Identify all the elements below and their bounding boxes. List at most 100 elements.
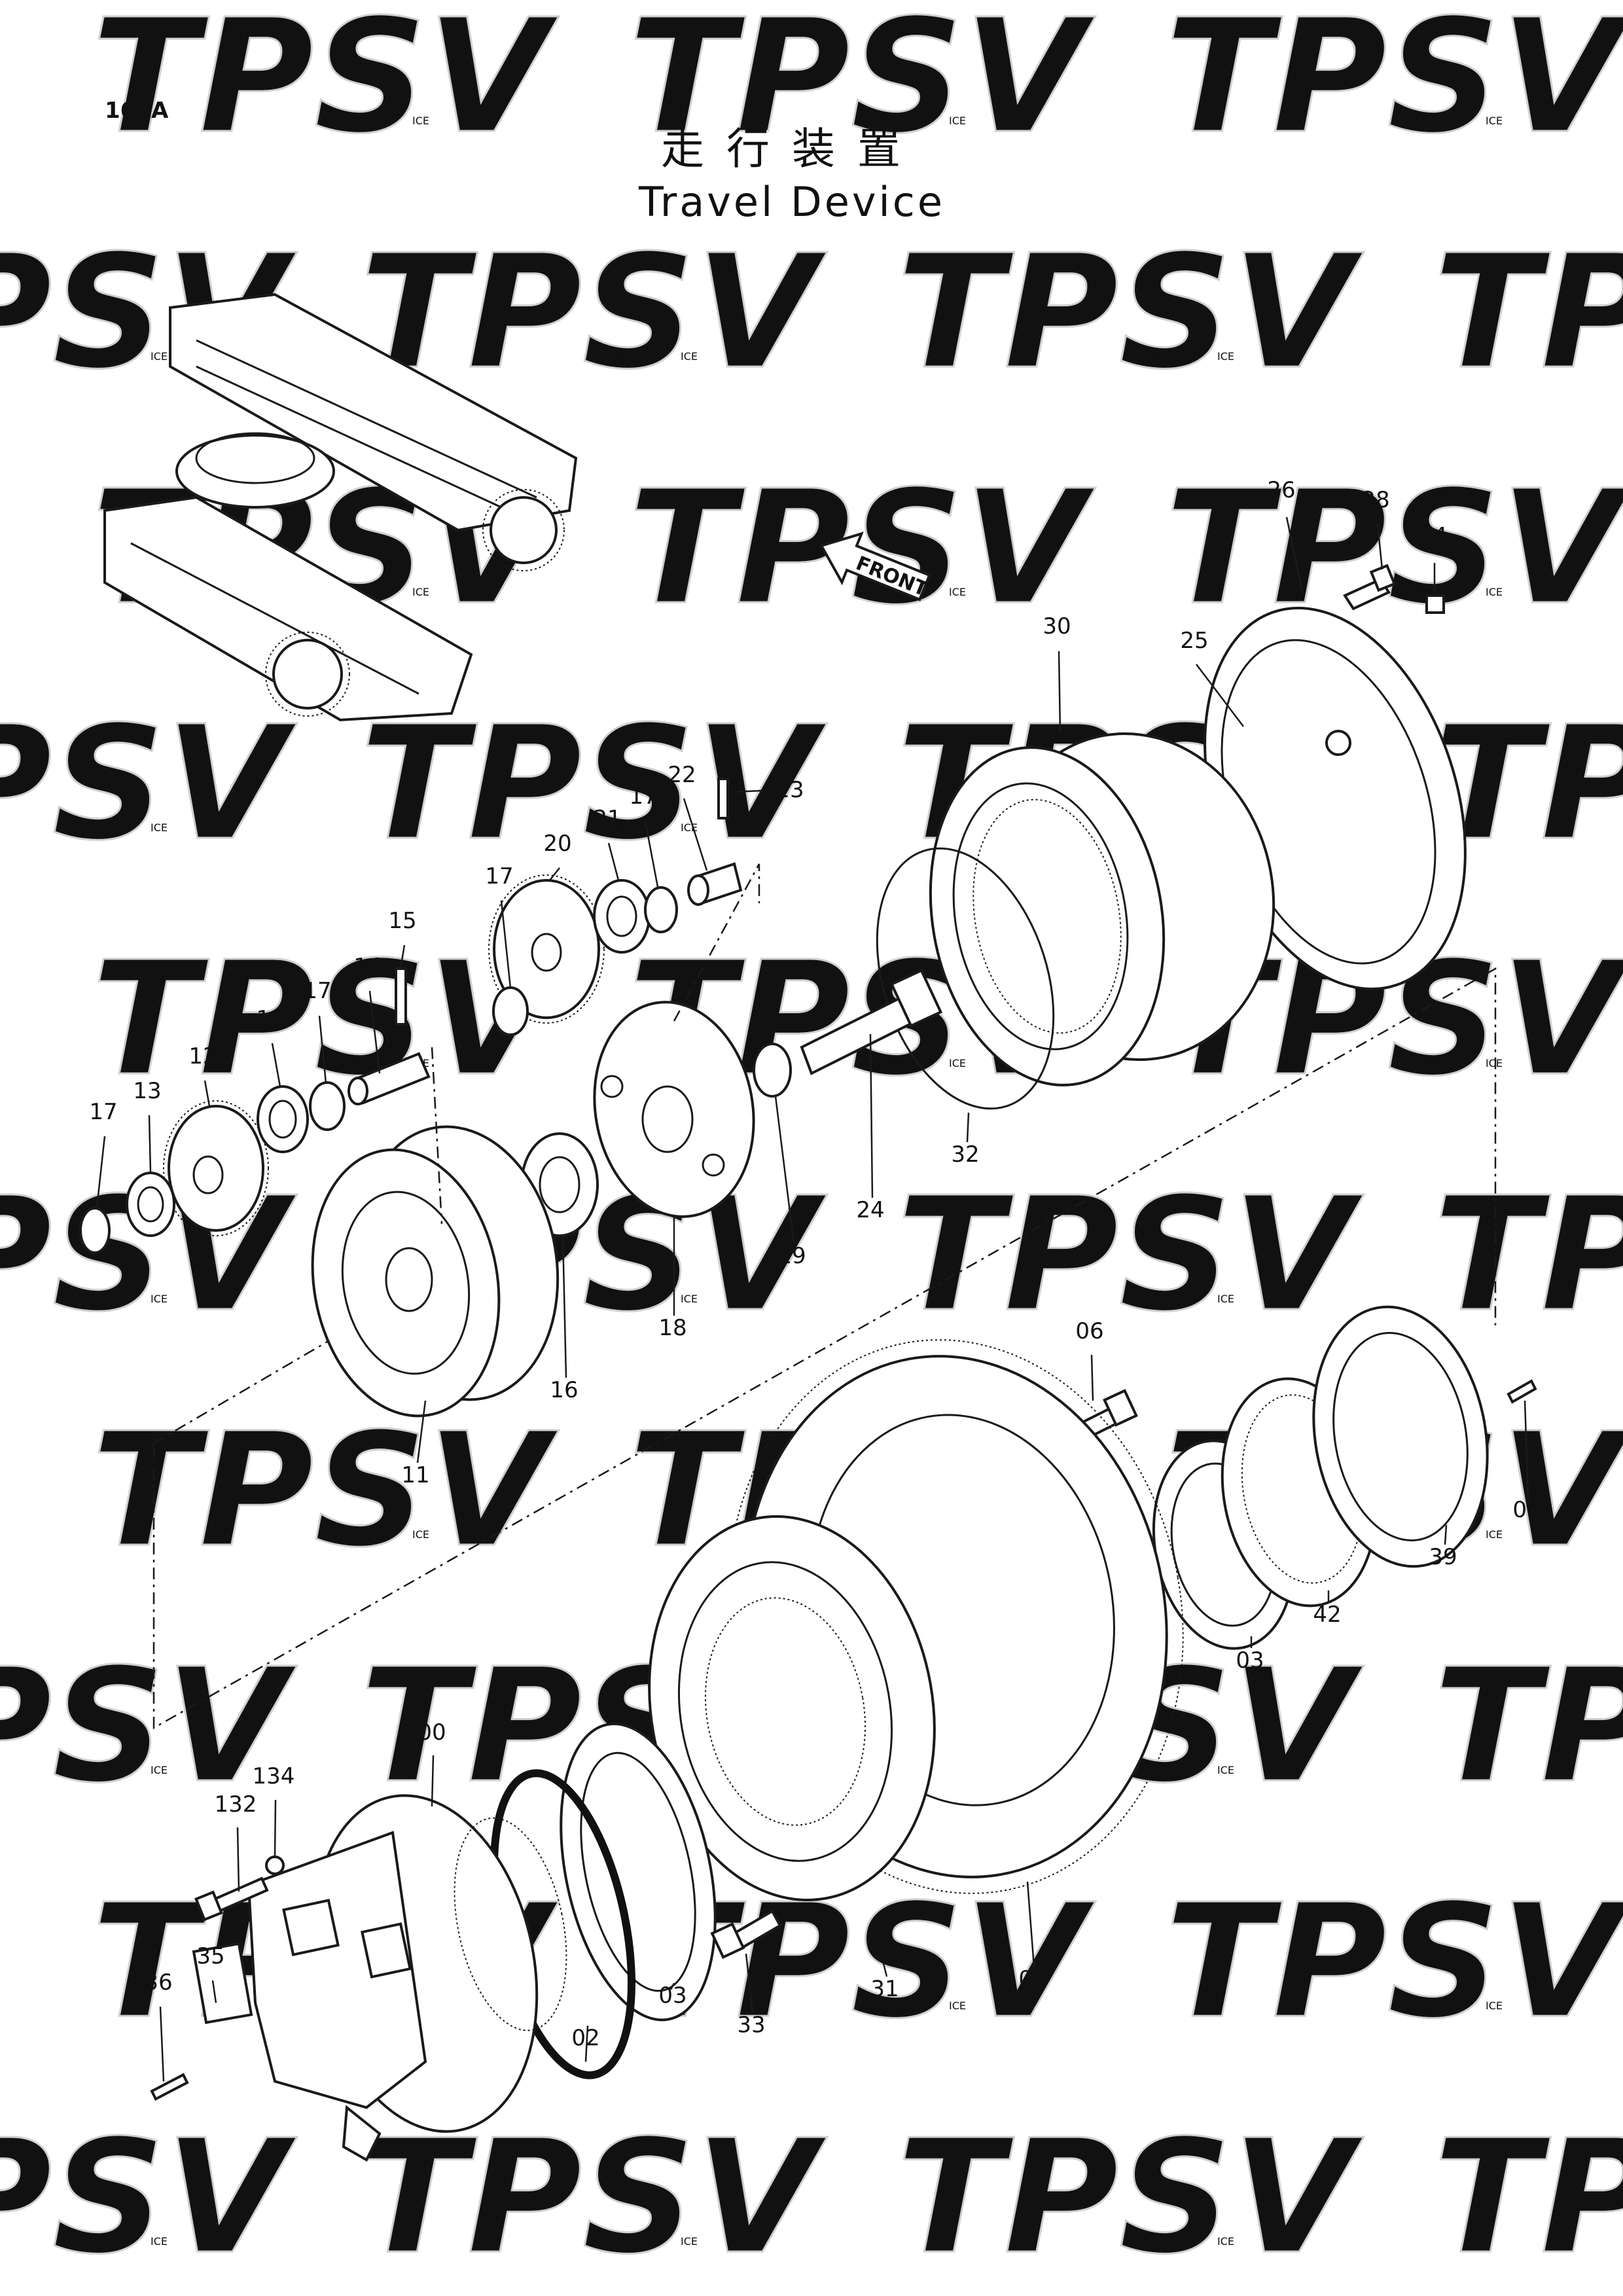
watermark-small-text: ICE xyxy=(151,1764,168,1776)
callout-16: 16 xyxy=(550,1377,578,1403)
sprocket-hub-31 xyxy=(648,1515,936,1901)
travel-motor-00 xyxy=(247,1794,567,2162)
cover-plate-35 xyxy=(192,1942,253,2024)
watermark-small-text: ER xyxy=(79,1293,92,1305)
pin-22 xyxy=(687,862,743,906)
watermark-small-text: ICE xyxy=(949,115,966,127)
watermark-small-text: ICE xyxy=(151,2235,168,2248)
callout-42: 42 xyxy=(1313,1602,1341,1628)
thrust-washer-17 xyxy=(79,1207,111,1254)
watermark-small-text: ER xyxy=(1145,350,1159,363)
watermark-small-text: ICE xyxy=(1486,1057,1503,1069)
planetary-gear-20 xyxy=(488,874,605,1024)
watermark-text: TPSV xyxy=(0,692,297,875)
watermark-text: TPSV xyxy=(897,2106,1364,2289)
callout-23: 23 xyxy=(776,777,804,803)
page-code: 163A xyxy=(105,98,169,124)
watermark-text: TPSV xyxy=(360,692,827,875)
callout-22: 22 xyxy=(668,762,696,788)
watermark-small-text: ER xyxy=(877,1057,891,1069)
ring-gear-39 xyxy=(1312,1305,1489,1568)
needle-bearing-21 xyxy=(593,879,651,954)
callout-39: 39 xyxy=(1429,1544,1457,1570)
watermark-small-text: ICE xyxy=(1486,2000,1503,2012)
watermark-small-text: ER xyxy=(1414,1057,1427,1069)
watermark-small-text: ER xyxy=(1145,1764,1159,1776)
screw-36 xyxy=(150,2073,189,2101)
plug-34 xyxy=(1425,594,1445,614)
callout-17: 17 xyxy=(485,863,513,889)
callout-17: 17 xyxy=(89,1099,117,1125)
watermark-small-text: ICE xyxy=(1486,115,1503,127)
callout-33: 33 xyxy=(737,2012,765,2038)
watermark-small-text: ICE xyxy=(1486,586,1503,598)
watermark-small-text: ER xyxy=(79,1764,92,1776)
watermark-small-text: ICE xyxy=(1486,1528,1503,1541)
callout-13: 13 xyxy=(133,1078,161,1104)
watermark-small-text: ER xyxy=(340,1057,354,1069)
callout-31: 31 xyxy=(870,1976,899,2002)
watermark-small-text: ICE xyxy=(1217,2235,1234,2248)
watermark-small-text: ER xyxy=(877,115,891,127)
watermark-text: TPSV xyxy=(1433,1163,1623,1346)
watermark-small-text: ER xyxy=(609,350,622,363)
bolt-33 xyxy=(710,1909,782,1959)
watermark-small-text: ICE xyxy=(1217,1764,1234,1776)
watermark-small-text: ER xyxy=(79,2235,92,2248)
callout-11: 11 xyxy=(401,1462,429,1488)
callout-32: 32 xyxy=(951,1141,979,1168)
watermark-small-text: ICE xyxy=(681,2235,698,2248)
hub-housing-30 xyxy=(929,732,1275,1086)
thrust-washer-17 xyxy=(309,1081,346,1131)
planetary-gear-12 xyxy=(163,1100,269,1236)
machine-inset-illustration xyxy=(103,293,578,722)
callout-34: 34 xyxy=(1419,523,1447,549)
washer-134 xyxy=(265,1856,285,1875)
watermark-small-text: ICE xyxy=(151,1293,168,1305)
watermark-small-text: ER xyxy=(1414,115,1427,127)
callout-05: 05 xyxy=(1018,1966,1046,1992)
planetary-carrier-11 xyxy=(311,1125,560,1418)
callout-09: 09 xyxy=(1512,1497,1541,1523)
watermark-small-text: ER xyxy=(877,586,891,598)
callout-25: 25 xyxy=(1180,628,1208,654)
watermark-small-text: ICE xyxy=(1217,350,1234,363)
watermark-small-text: ER xyxy=(79,821,92,834)
watermark-small-text: ICE xyxy=(151,821,168,834)
propeller-shaft-24 xyxy=(800,969,943,1075)
callout-24: 24 xyxy=(856,1197,884,1223)
needle-bearing-13 xyxy=(126,1172,175,1237)
bolt-132 xyxy=(194,1876,269,1922)
watermark-text: TPSV xyxy=(1433,2106,1623,2289)
callout-02: 02 xyxy=(571,2025,599,2051)
watermark-small-text: ICE xyxy=(681,350,698,363)
planetary-carrier-18 xyxy=(593,1001,755,1218)
callout-21: 21 xyxy=(593,806,621,832)
callout-36: 36 xyxy=(144,1969,172,1996)
pin-09 xyxy=(1507,1379,1537,1404)
title-english: Travel Device xyxy=(638,178,945,226)
watermark-small-text: ER xyxy=(609,2235,622,2248)
callout-06: 06 xyxy=(1075,1318,1103,1344)
callout-30: 30 xyxy=(1043,613,1071,639)
callout-15: 15 xyxy=(388,908,416,934)
watermark-small-text: ER xyxy=(1414,2000,1427,2012)
watermark-text: TPSV xyxy=(0,1634,297,1818)
title-japanese: 走行装置 xyxy=(661,124,923,174)
watermark-small-text: ER xyxy=(79,350,92,363)
watermark-small-text: ER xyxy=(1145,1293,1159,1305)
callout-28: 28 xyxy=(1361,487,1389,513)
watermark-text: TPSV xyxy=(1165,456,1623,639)
watermark-small-text: ER xyxy=(340,1528,354,1541)
watermark-text: TPSV xyxy=(360,2106,827,2289)
callout-20: 20 xyxy=(543,831,571,857)
callout-132: 132 xyxy=(215,1791,257,1818)
spring-pin-23 xyxy=(717,778,729,819)
watermark-text: TPSV xyxy=(92,0,559,168)
callout-134: 134 xyxy=(253,1763,295,1789)
watermark-small-text: ER xyxy=(609,1293,622,1305)
thrust-washer-19 xyxy=(753,1043,792,1098)
callout-14: 14 xyxy=(353,954,382,980)
